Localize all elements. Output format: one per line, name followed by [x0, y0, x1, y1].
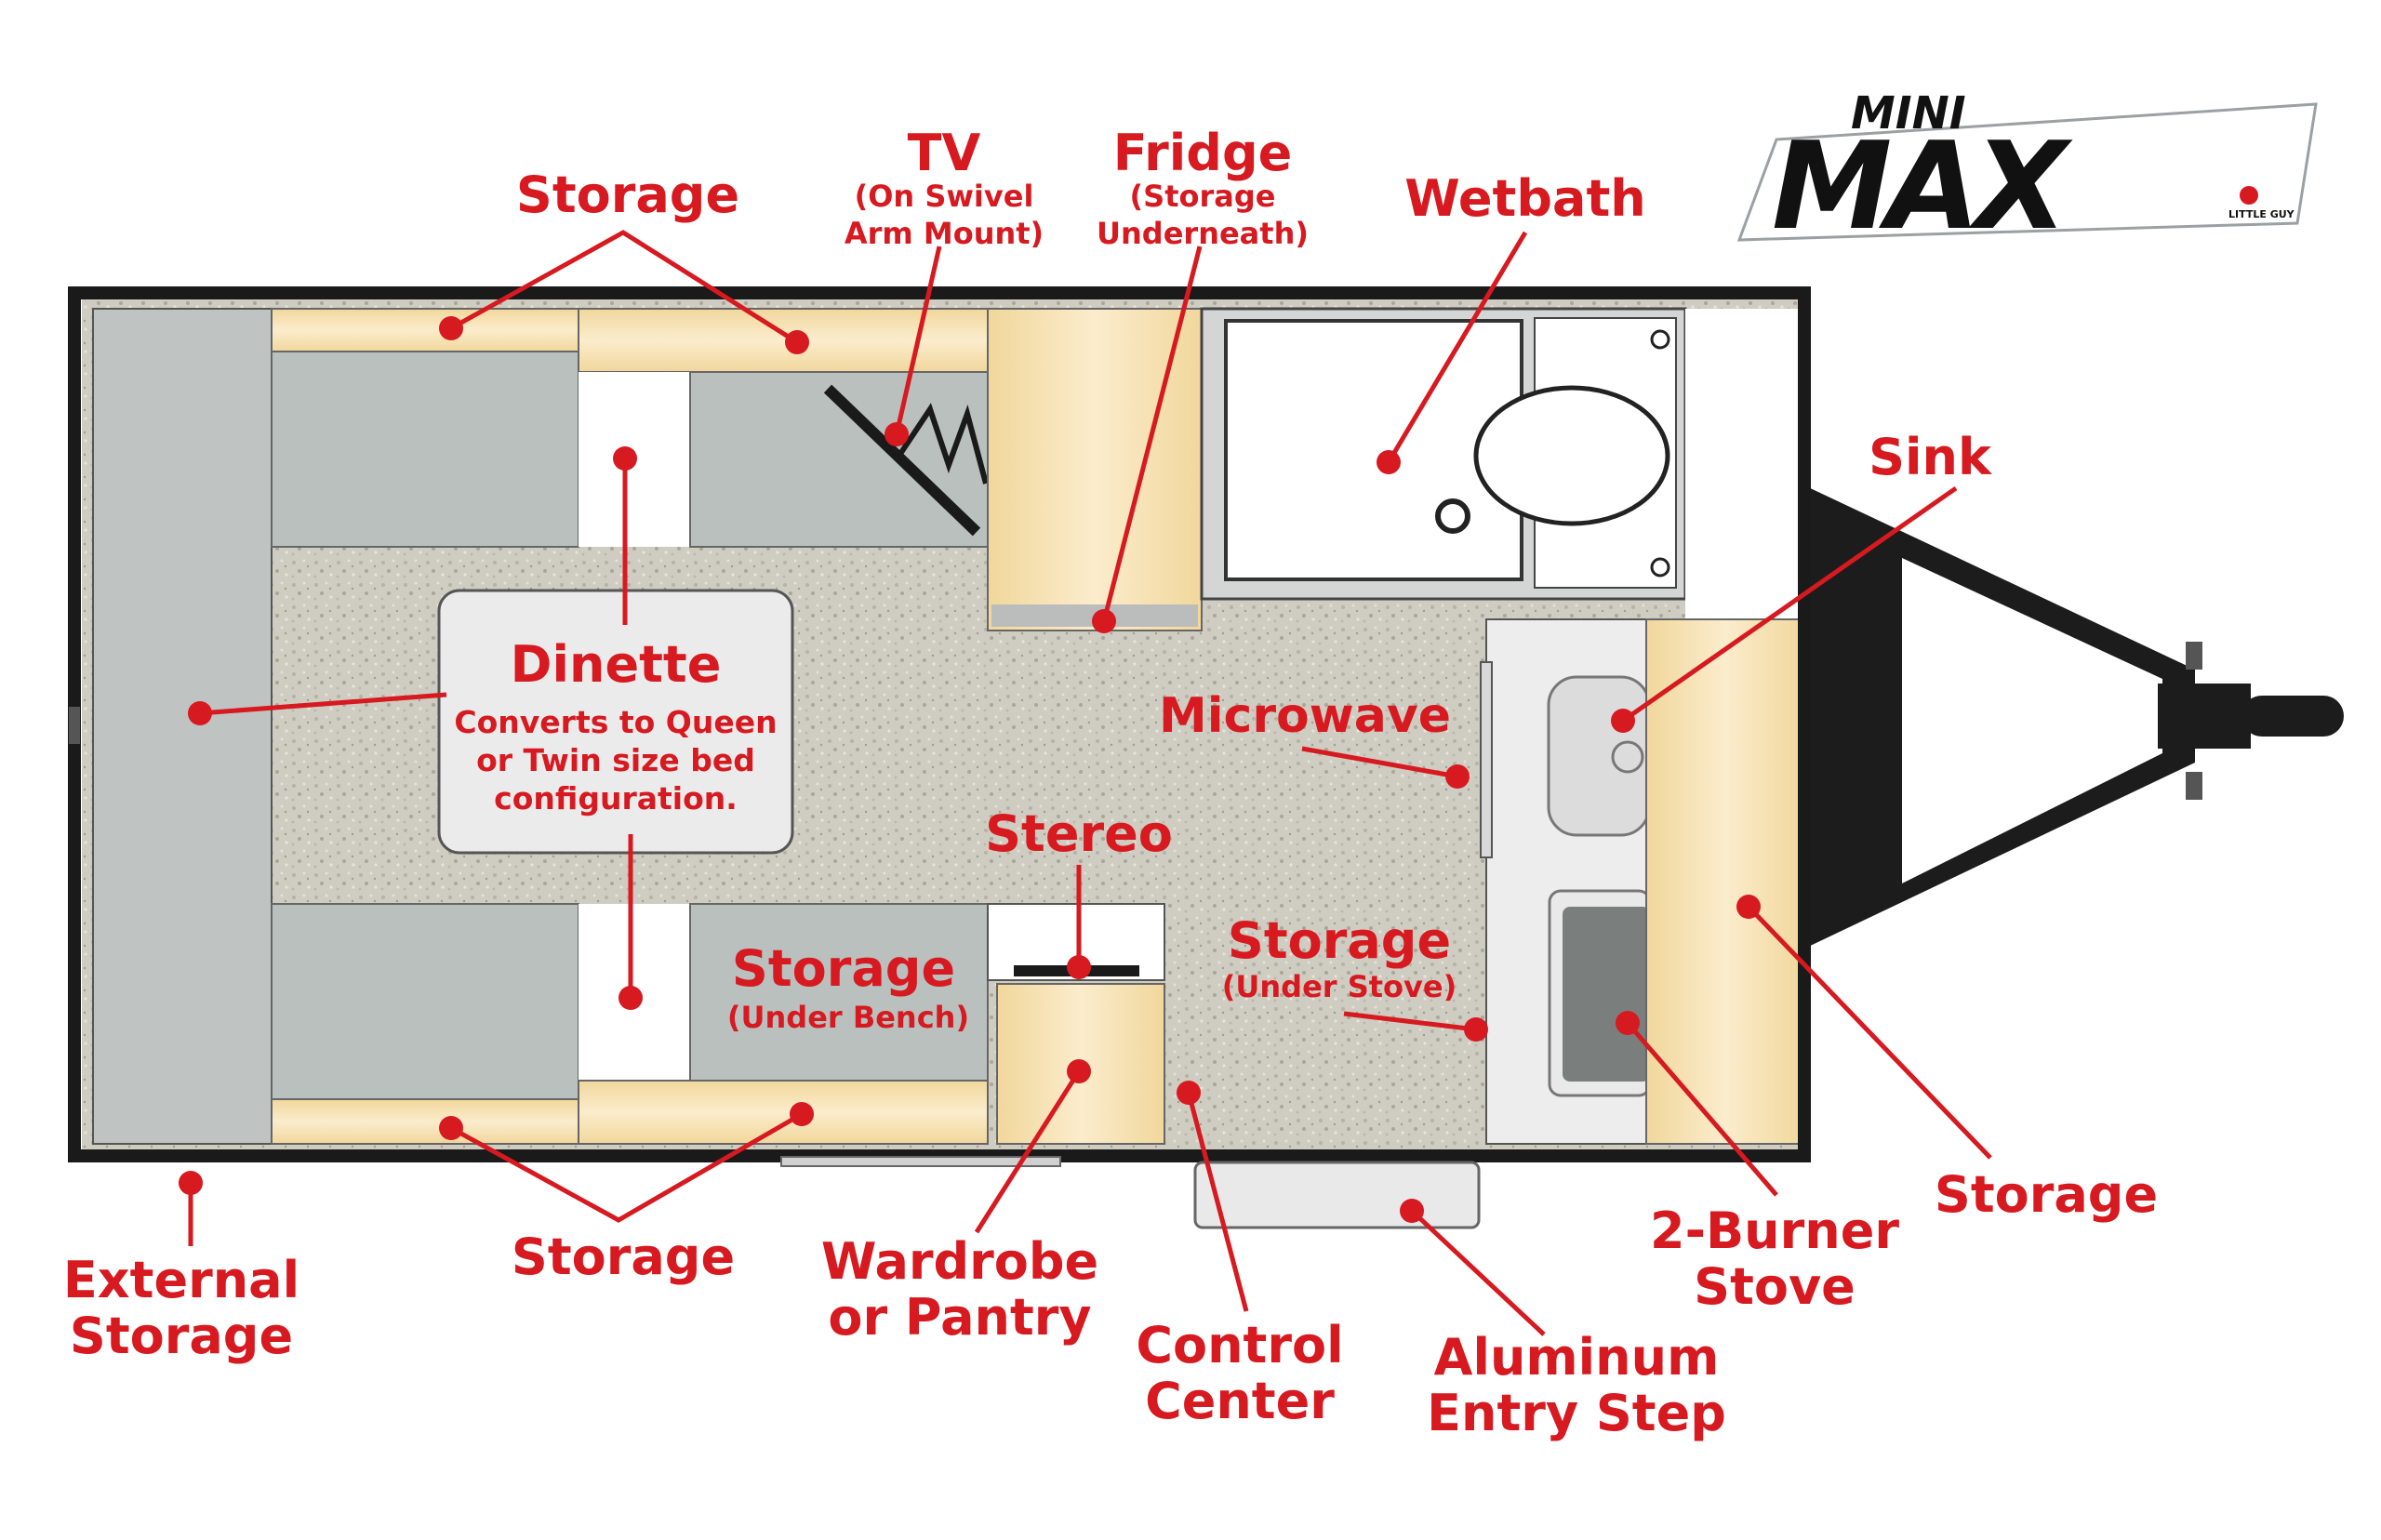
stove-top	[1563, 907, 1650, 1082]
trailer-hitch	[1804, 485, 2344, 949]
label-stove-2: Stove	[1694, 1257, 1856, 1316]
sink-basin	[1547, 675, 1651, 837]
front-cabinet	[1685, 309, 1802, 619]
label-control-center-1: Control	[1136, 1316, 1343, 1374]
label-microwave: Microwave	[1159, 688, 1451, 744]
label-wardrobe-1: Wardrobe	[821, 1232, 1098, 1291]
label-control-center-2: Center	[1145, 1372, 1335, 1430]
label-storage-bench-sub: (Under Bench)	[727, 1000, 969, 1035]
bench-cushion-bottom-left	[271, 903, 579, 1100]
label-storage-top: Storage	[516, 166, 739, 224]
bottom-storage-left	[271, 1098, 579, 1145]
top-storage-left	[271, 308, 579, 352]
drain-icon	[1435, 498, 1470, 534]
label-external-storage-2: Storage	[70, 1307, 293, 1365]
label-external-storage-1: External	[63, 1251, 299, 1309]
label-storage-bench: Storage	[732, 939, 955, 998]
door-sill	[780, 1156, 1061, 1167]
logo-text-main: MAX	[1772, 115, 2073, 257]
label-dinette-sub1: Converts to Queen	[454, 704, 777, 740]
bench-cushion-bottom-right	[689, 903, 989, 1082]
label-storage-stove: Storage	[1228, 911, 1451, 970]
fridge-cabinet	[987, 308, 1203, 631]
faucet-icon	[1611, 740, 1644, 774]
toilet-icon	[1473, 385, 1670, 526]
label-storage-right: Storage	[1935, 1165, 2158, 1224]
label-entry-step-2: Entry Step	[1427, 1384, 1726, 1442]
top-storage-right	[578, 308, 989, 373]
label-tv: TV	[908, 124, 981, 182]
label-dinette-sub2: or Twin size bed	[476, 742, 755, 778]
microwave-door	[1480, 661, 1493, 858]
callout-leaders	[179, 230, 1992, 1336]
label-stove-1: 2-Burner	[1650, 1201, 1899, 1260]
shower-pan	[1224, 319, 1523, 581]
callout-labels: Storage TV (On Swivel Arm Mount) Fridge …	[63, 124, 2158, 1442]
label-storage-bottom: Storage	[512, 1228, 735, 1286]
label-fridge-sub2: Underneath)	[1097, 216, 1309, 251]
mini-max-logo: MINI MAX LITTLE GUY	[1736, 87, 2318, 257]
label-storage-stove-sub: (Under Stove)	[1222, 969, 1457, 1004]
tv-mount-icon	[823, 384, 989, 537]
label-stereo: Stereo	[985, 804, 1173, 863]
front-storage	[1645, 618, 1805, 1145]
label-wardrobe-2: or Pantry	[828, 1288, 1091, 1347]
label-fridge: Fridge	[1113, 124, 1293, 182]
label-sink: Sink	[1869, 428, 1992, 486]
logo-text-top: MINI	[1851, 87, 1966, 139]
label-fridge-sub1: (Storage	[1130, 179, 1276, 214]
logo-badge-icon	[2240, 186, 2258, 205]
entry-step	[1193, 1161, 1481, 1229]
dinette-table	[437, 589, 794, 855]
label-tv-sub2: Arm Mount)	[845, 216, 1044, 251]
label-dinette: Dinette	[511, 635, 722, 694]
bench-cushion-top-left	[271, 351, 579, 548]
bottom-storage-right	[578, 1080, 989, 1145]
label-entry-step-1: Aluminum	[1434, 1328, 1720, 1387]
trailer-body	[68, 286, 1811, 1229]
logo-badge: LITTLE GUY	[2228, 208, 2295, 220]
label-wetbath: Wetbath	[1404, 169, 1645, 228]
rear-bed	[92, 308, 273, 1145]
label-tv-sub1: (On Swivel	[855, 179, 1034, 214]
label-dinette-sub3: configuration.	[494, 780, 738, 816]
